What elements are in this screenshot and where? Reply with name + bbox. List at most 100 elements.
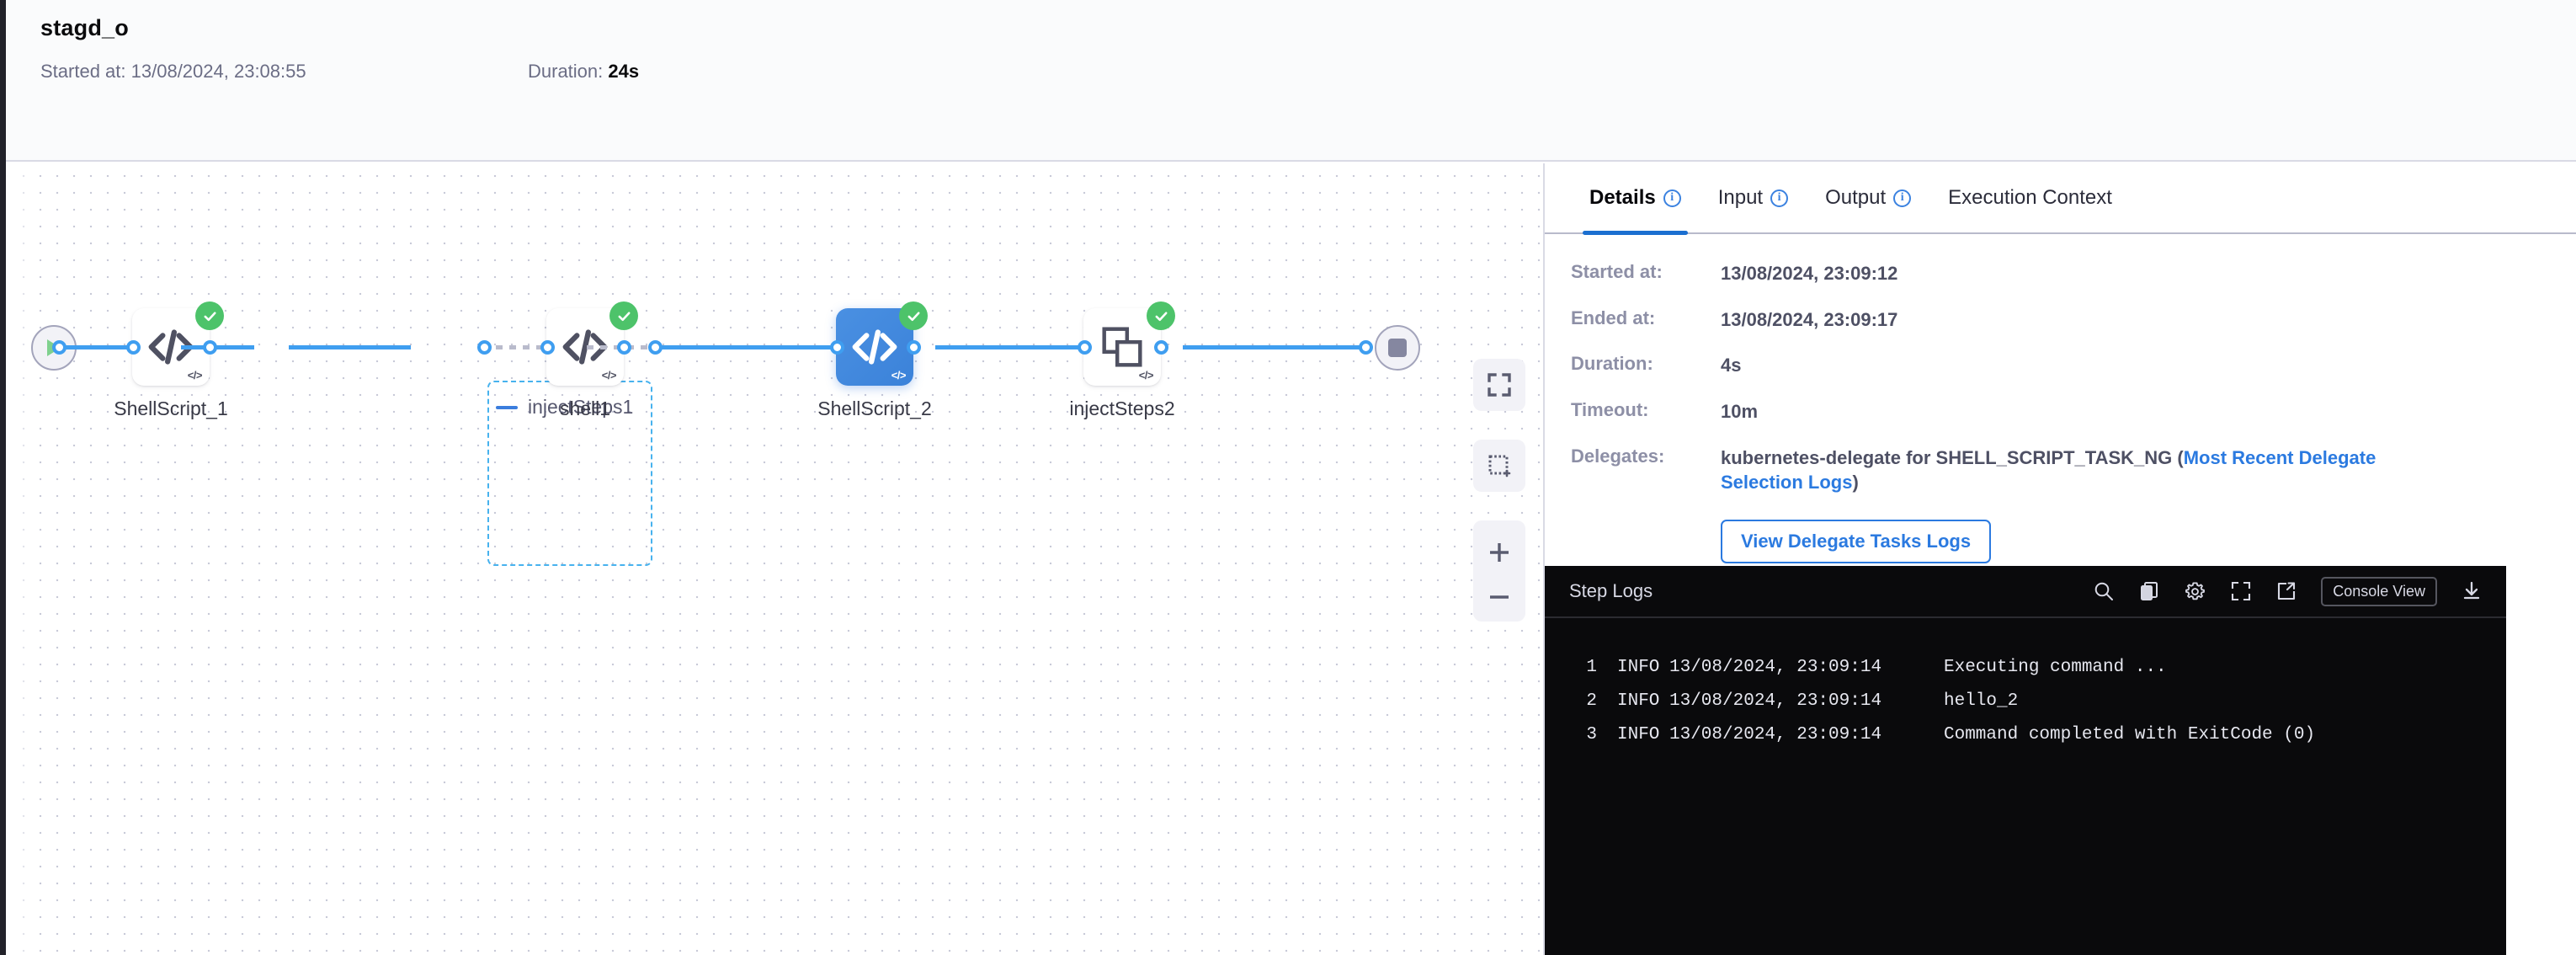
delegate-text-suffix: ) — [1852, 472, 1859, 494]
code-brackets-icon — [852, 329, 897, 365]
tab-execution-context[interactable]: Execution Context — [1929, 163, 2131, 233]
info-icon[interactable]: i — [1663, 189, 1681, 207]
step-group-header[interactable]: injectSteps1 — [496, 396, 633, 419]
info-icon[interactable]: i — [1893, 189, 1912, 207]
end-node[interactable] — [1375, 325, 1420, 371]
check-icon — [1155, 311, 1167, 321]
step-logs-console: Step Logs — [1545, 566, 2506, 955]
minus-icon[interactable] — [496, 405, 518, 409]
port-group-in[interactable] — [477, 340, 492, 355]
port-shellscript1-in[interactable] — [126, 340, 141, 355]
port-injectsteps2-in[interactable] — [1078, 340, 1092, 355]
log-line: 2 INFO 13/08/2024, 23:09:14 hello_2 — [1545, 692, 2506, 726]
console-actions: Console View — [2093, 576, 2506, 606]
tab-input-label: Input — [1717, 186, 1764, 209]
external-link-icon[interactable] — [2275, 580, 2297, 602]
detail-row-timeout: Timeout: 10m — [1545, 399, 2576, 424]
edge-group-to-shellscript2 — [654, 345, 837, 349]
tab-output[interactable]: Output i — [1807, 163, 1929, 233]
fit-to-screen-button[interactable] — [1473, 359, 1525, 411]
execution-header: stagd_o Started at: 13/08/2024, 23:08:55… — [6, 0, 2576, 162]
port-start-out[interactable] — [52, 340, 67, 355]
check-icon — [618, 311, 630, 321]
tab-details-label: Details — [1589, 186, 1656, 209]
console-title: Step Logs — [1569, 580, 1653, 601]
log-message: hello_2 — [1944, 691, 2019, 711]
view-delegate-tasks-logs-button[interactable]: View Delegate Tasks Logs — [1721, 520, 1992, 564]
select-area-button[interactable] — [1473, 440, 1525, 492]
header-started-at: Started at: 13/08/2024, 23:08:55 — [40, 61, 306, 83]
edge-injectsteps2-to-end — [1183, 345, 1365, 349]
port-shell1-out[interactable] — [617, 340, 631, 355]
tab-execution-context-label: Execution Context — [1948, 186, 2112, 209]
detail-row-started-at: Started at: 13/08/2024, 23:09:12 — [1545, 261, 2576, 286]
status-badge-shellscript2 — [899, 301, 928, 330]
edge-shellscript2-to-injectsteps2 — [935, 345, 1088, 349]
download-icon[interactable] — [2461, 580, 2483, 602]
detail-value-timeout: 10m — [1721, 401, 1759, 423]
delegate-selection-logs-link[interactable]: Most Recent Delegate Selection Logs — [1721, 446, 2376, 494]
port-end-in[interactable] — [1359, 340, 1373, 355]
step-node-injectsteps2[interactable]: </> — [1083, 308, 1161, 386]
log-level: INFO — [1617, 725, 1660, 744]
console-log-lines[interactable]: 1 INFO 13/08/2024, 23:09:14 Executing co… — [1545, 618, 2506, 760]
log-line: 3 INFO 13/08/2024, 23:09:14 Command comp… — [1545, 726, 2506, 760]
detail-value-ended-at: 13/08/2024, 23:09:17 — [1721, 308, 1898, 330]
detail-label-ended-at: Ended at: — [1571, 307, 1656, 328]
check-icon — [907, 311, 919, 321]
detail-row-ended-at: Ended at: 13/08/2024, 23:09:17 — [1545, 307, 2576, 333]
details-content: Started at: 13/08/2024, 23:09:12 Ended a… — [1545, 234, 2576, 566]
log-timestamp: 13/08/2024, 23:09:14 — [1669, 658, 1882, 677]
stop-icon — [1388, 339, 1407, 357]
copy-icon[interactable] — [2138, 580, 2160, 602]
log-timestamp: 13/08/2024, 23:09:14 — [1669, 691, 1882, 711]
code-step-type-icon: </> — [601, 369, 617, 381]
status-badge-shellscript1 — [195, 301, 224, 330]
console-view-toggle[interactable]: Console View — [2321, 576, 2437, 606]
stacked-squares-icon — [1102, 327, 1142, 367]
expand-corners-icon — [1473, 360, 1525, 409]
port-shell1-in[interactable] — [540, 340, 555, 355]
zoom-in-button[interactable] — [1473, 528, 1525, 577]
log-line-number: 2 — [1586, 691, 1597, 711]
port-injectsteps2-out[interactable] — [1154, 340, 1168, 355]
step-node-shellscript2[interactable]: </> — [836, 308, 913, 386]
detail-label-started-at: Started at: — [1571, 261, 1663, 282]
check-icon — [204, 311, 216, 321]
detail-row-delegates: Delegates: kubernetes-delegate for SHELL… — [1545, 445, 2576, 495]
tab-output-label: Output — [1825, 186, 1887, 209]
detail-value-started-at: 13/08/2024, 23:09:12 — [1721, 263, 1898, 284]
port-shellscript2-in[interactable] — [830, 340, 844, 355]
port-shellscript2-out[interactable] — [907, 340, 921, 355]
header-duration-value: 24s — [608, 61, 640, 82]
code-step-type-icon: </> — [891, 369, 907, 381]
search-icon[interactable] — [2093, 580, 2115, 602]
port-group-out[interactable] — [648, 340, 663, 355]
log-line-number: 1 — [1586, 658, 1597, 677]
log-message: Command completed with ExitCode (0) — [1944, 725, 2316, 744]
gear-icon[interactable] — [2184, 580, 2206, 603]
detail-label-timeout: Timeout: — [1571, 399, 1649, 421]
port-shellscript1-out[interactable] — [203, 340, 217, 355]
detail-label-duration: Duration: — [1571, 353, 1653, 375]
tab-input[interactable]: Input i — [1700, 163, 1807, 233]
pipeline-canvas[interactable]: injectSteps1 </> — [6, 163, 1543, 955]
step-label-shellscript1: ShellScript_1 — [114, 397, 228, 419]
code-step-type-icon: </> — [187, 369, 203, 381]
detail-value-delegates: kubernetes-delegate for SHELL_SCRIPT_TAS… — [1721, 445, 2394, 495]
minus-icon — [1490, 595, 1509, 599]
header-duration: Duration: 24s — [528, 61, 639, 83]
code-step-type-icon: </> — [1138, 369, 1154, 381]
detail-label-delegates: Delegates: — [1571, 445, 1665, 467]
info-icon[interactable]: i — [1770, 189, 1789, 207]
header-started-label: Started at: — [40, 61, 126, 82]
step-label-injectsteps2: injectSteps2 — [1069, 397, 1175, 419]
fullscreen-icon[interactable] — [2230, 580, 2252, 602]
zoom-out-button[interactable] — [1473, 580, 1525, 614]
plus-icon — [1490, 543, 1509, 562]
log-level: INFO — [1617, 691, 1660, 711]
tab-details[interactable]: Details i — [1571, 163, 1700, 235]
left-nav-rail — [0, 0, 6, 955]
log-timestamp: 13/08/2024, 23:09:14 — [1669, 725, 1882, 744]
